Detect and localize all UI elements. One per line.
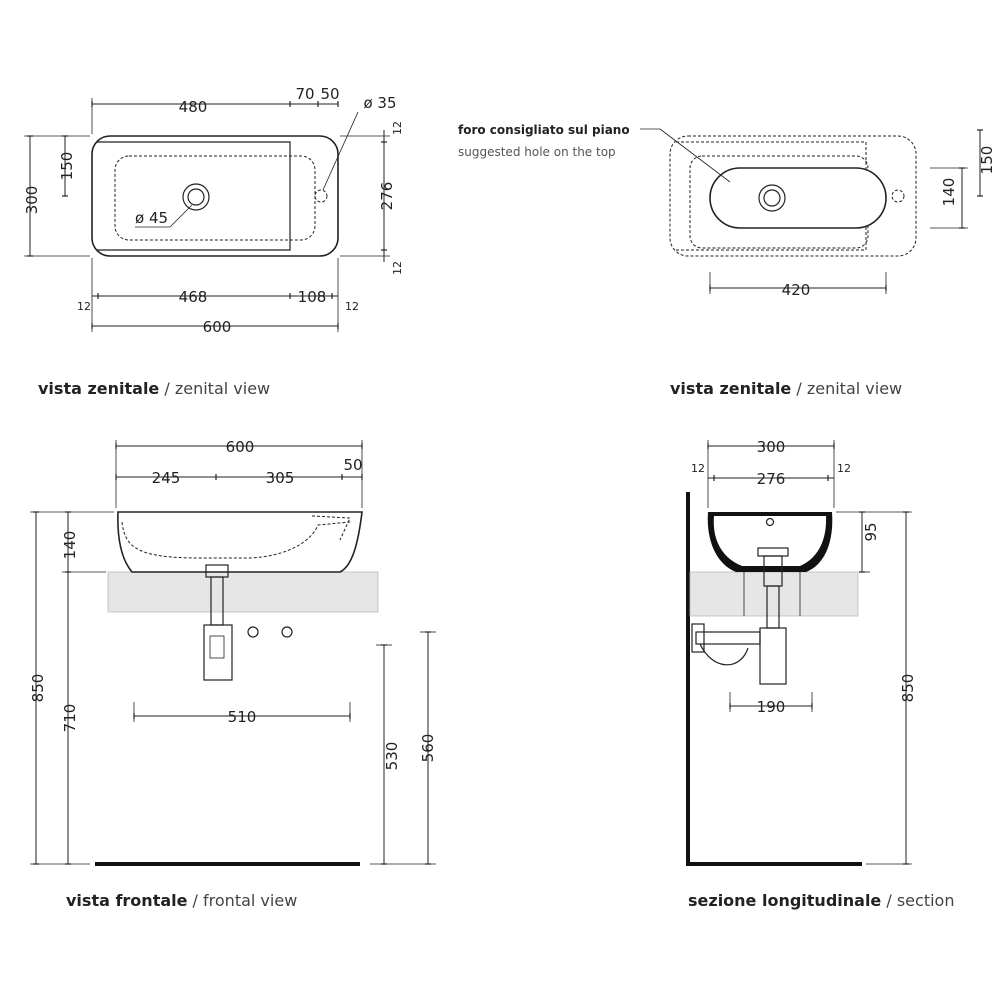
dim-140: 140 [61,531,79,560]
dim-dia35: ø 35 [363,94,396,112]
dim-150: 150 [58,152,76,181]
dim-530: 530 [383,742,401,771]
bottom-left-frontal-view: 600 245 305 50 850 140 710 510 530 560 v… [29,438,437,910]
caption-bottom-right: sezione longitudinale / section [688,891,954,910]
siphon [203,624,233,681]
dim-245: 245 [152,469,181,487]
dim-420: 420 [782,281,811,299]
caption-top-left: vista zenitale / zenital view [38,379,270,398]
dim-95: 95 [862,522,880,541]
top-right-zenital-view: foro consigliato sul piano suggested hol… [458,123,996,398]
siphon [759,627,787,685]
dim-50: 50 [320,85,339,103]
note-hole: foro consigliato sul piano [458,123,630,137]
countertop [689,571,859,617]
dim-12-bottom: 12 [391,261,404,275]
drain-inner [763,189,781,207]
dim-dia45: ø 45 [135,209,168,227]
dim-276: 276 [378,182,396,211]
suggested-hole-slot [709,167,887,229]
dim-12-right: 12 [345,300,359,313]
countertop [107,571,379,613]
caption-top-right: vista zenitale / zenital view [670,379,902,398]
dim-276: 276 [757,470,786,488]
dim-190: 190 [757,698,786,716]
dim-510: 510 [228,708,257,726]
note-hole-en: suggested hole on the top [458,145,616,159]
dim-480: 480 [179,98,208,116]
wall-outlet-1 [247,626,259,638]
drain-inner [187,188,205,206]
top-left-zenital-view: 480 70 50 ø 35 300 150 276 12 12 ø 45 12… [23,85,404,398]
wall-pipe [695,631,761,645]
leader-hole [659,128,731,183]
tap-hole [314,189,328,203]
dim-468: 468 [179,288,208,306]
drain-outer [758,184,786,212]
dim-108: 108 [298,288,327,306]
dim-12-top: 12 [391,121,404,135]
caption-bottom-left: vista frontale / frontal view [66,891,297,910]
basin-front [117,511,363,573]
dim-600: 600 [203,318,232,336]
basin-outline [91,135,339,257]
dim-305: 305 [266,469,295,487]
wall-outlet-2 [281,626,293,638]
dim-600: 600 [226,438,255,456]
dim-300: 300 [23,186,41,215]
dim-850: 850 [899,674,917,703]
dim-12-left: 12 [77,300,91,313]
drain-outer [182,183,210,211]
leader-dia35 [322,111,359,191]
basin-outline-dashed [669,135,917,257]
bottom-right-section-view: 300 12 276 12 95 850 190 sezione longitu… [686,438,954,910]
dim-50: 50 [343,456,362,474]
dim-70: 70 [295,85,314,103]
basin-deck-line [97,141,291,251]
dim-560: 560 [419,734,437,763]
dim-850: 850 [29,674,47,703]
dim-300: 300 [757,438,786,456]
dim-710: 710 [61,704,79,733]
dim-150: 150 [978,146,996,175]
dim-12-right: 12 [837,462,851,475]
dim-12-left: 12 [691,462,705,475]
dim-140: 140 [940,178,958,207]
